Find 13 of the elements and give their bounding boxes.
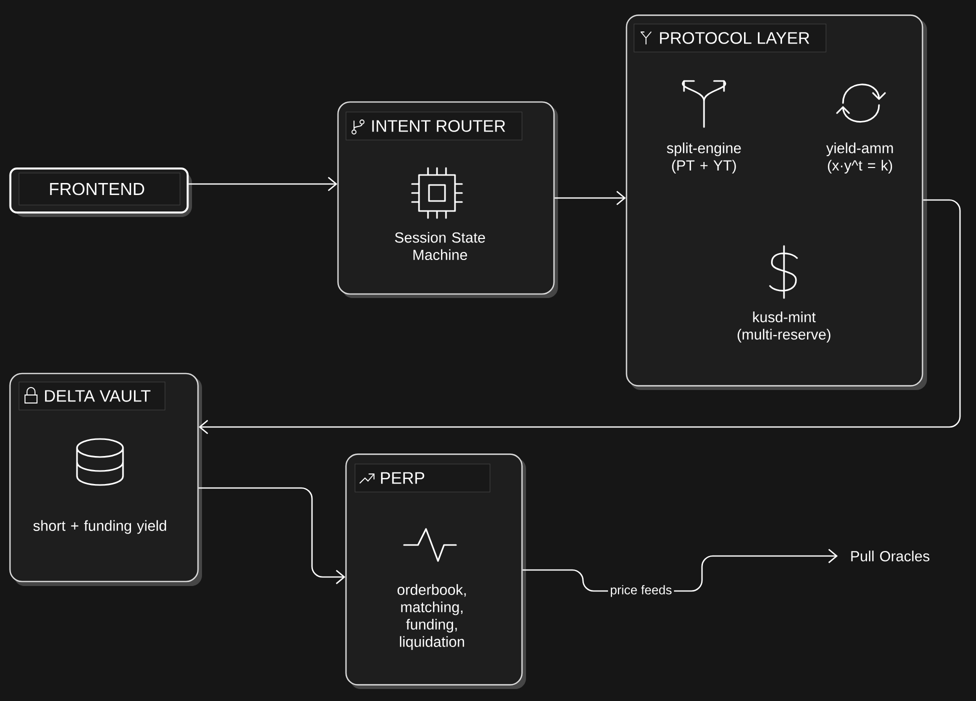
frontend-box: FRONTEND (9, 168, 192, 217)
vault-box: DELTA VAULT short + funding yield (9, 372, 202, 586)
component-label: kusd-mint (multi-reserve) (738, 312, 830, 342)
edge-label: price feeds (608, 583, 674, 599)
perp-box: PERP orderbook, matching, funding, liquidation (345, 454, 526, 689)
arrow (188, 176, 338, 192)
component-label: yield-amm (x·y^t = k) (826, 142, 893, 174)
arrow (198, 199, 961, 434)
node-label: Pull Oracles (851, 550, 930, 562)
arrow (554, 190, 626, 206)
router-box: INTENT ROUTER Session State Machine (337, 101, 558, 298)
arrow (198, 487, 346, 584)
component-label: split-engine (PT + YT) (666, 142, 741, 174)
